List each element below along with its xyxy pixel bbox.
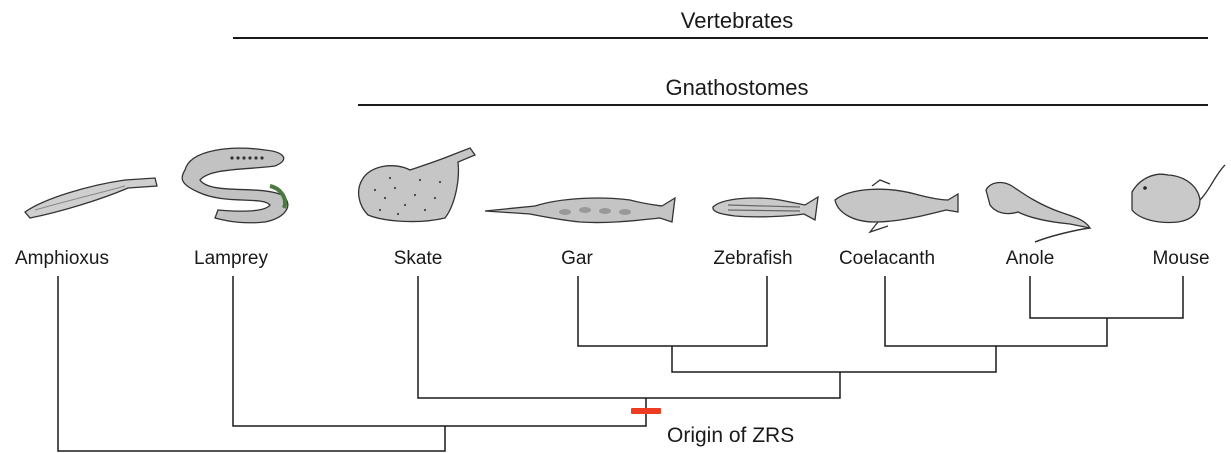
anole-illustration <box>986 183 1090 242</box>
taxon-label-lamprey: Lamprey <box>194 248 268 270</box>
taxon-label-skate: Skate <box>394 248 443 270</box>
taxon-label-coelacanth: Coelacanth <box>839 248 935 270</box>
skate-illustration <box>359 148 475 222</box>
taxon-label-gar: Gar <box>561 248 593 270</box>
amphioxus-illustration <box>25 178 157 218</box>
taxon-label-mouse: Mouse <box>1152 248 1209 270</box>
tree-branches <box>58 276 1183 451</box>
mouse-illustration <box>1132 165 1225 223</box>
coelacanth-illustration <box>835 180 958 232</box>
zrs-origin-label: Origin of ZRS <box>667 424 794 448</box>
lamprey-illustration <box>182 148 288 223</box>
taxon-label-anole: Anole <box>1006 248 1055 270</box>
zrs-origin-marker <box>631 408 661 414</box>
taxon-label-amphioxus: Amphioxus <box>15 248 109 270</box>
taxon-label-zebrafish: Zebrafish <box>713 248 792 270</box>
zebrafish-illustration <box>713 197 818 220</box>
gar-illustration <box>485 198 675 223</box>
